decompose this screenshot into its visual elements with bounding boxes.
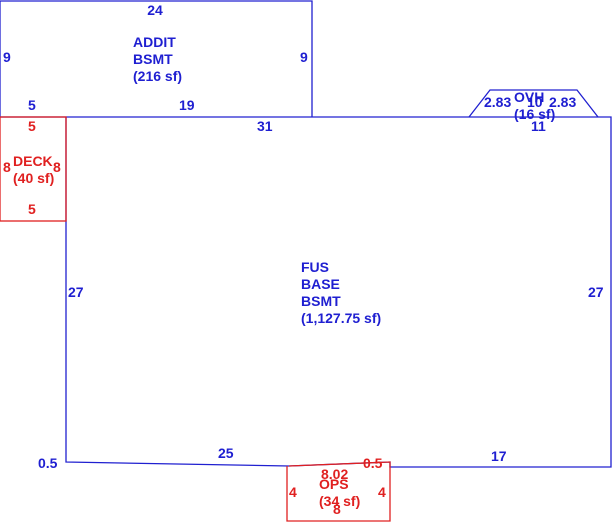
dim-ops-right: 4 [378, 484, 386, 500]
dim-fus-top: 31 [257, 118, 273, 134]
dim-ovh-left: 2.83 [484, 94, 511, 110]
dim-fus-bottom-left: 25 [218, 445, 234, 461]
dim-ops-left: 4 [289, 484, 297, 500]
fus-label-line-3: BSMT [301, 293, 341, 309]
dim-deck-bottom: 5 [28, 201, 36, 217]
addit-label-line-3: (216 sf) [133, 68, 182, 84]
dim-ovh-right: 2.83 [549, 94, 576, 110]
dim-addit-top: 24 [147, 2, 163, 18]
dim-addit-right: 9 [300, 49, 308, 65]
ovh-label-line-1: OVH [514, 89, 544, 105]
dim-deck-top: 5 [28, 118, 36, 134]
dim-fus-left: 27 [68, 284, 84, 300]
dim-fus-right: 27 [588, 284, 604, 300]
fus-label-line-1: FUS [301, 259, 329, 275]
deck-outline [0, 116, 67, 222]
ops-label-line-1: OPS [319, 476, 349, 492]
ovh-label: OVH (16 sf) [514, 89, 555, 122]
fus-label: FUS BASE BSMT (1,127.75 sf) [301, 259, 381, 326]
dim-deck-left: 8 [3, 159, 11, 175]
dim-ops-top: 8.02 [321, 466, 348, 482]
dim-ovh-bottom: 11 [531, 118, 546, 134]
dim-ops-bottom: 8 [333, 501, 341, 517]
deck-label-line-1: DECK [13, 153, 53, 169]
dim-addit-left: 9 [3, 49, 11, 65]
dim-fus-bottom-right: 17 [491, 448, 507, 464]
addit-bsmt-outline [0, 0, 313, 117]
dim-addit-bottom-left: 5 [28, 97, 36, 113]
fus-label-line-4: (1,127.75 sf) [301, 310, 381, 326]
dim-addit-bottom-right: 19 [179, 97, 195, 113]
addit-label-line-2: BSMT [133, 51, 173, 67]
dim-deck-right: 8 [53, 159, 61, 175]
ovh-label-line-2: (16 sf) [514, 106, 555, 122]
addit-label-line-1: ADDIT [133, 34, 176, 50]
dim-ovh-mid: 10 [527, 94, 543, 110]
ovh-outline [468, 89, 599, 118]
addit-label: ADDIT BSMT (216 sf) [133, 34, 182, 84]
ops-label-line-2: (34 sf) [319, 493, 360, 509]
dim-fus-corner: 0.5 [38, 455, 58, 471]
ops-outline [286, 461, 391, 522]
ops-label: OPS (34 sf) [319, 476, 360, 509]
deck-label-line-2: (40 sf) [13, 170, 54, 186]
dim-ops-top-right: 0.5 [363, 455, 383, 471]
deck-label: DECK (40 sf) [13, 153, 57, 186]
fus-label-line-2: BASE [301, 276, 340, 292]
fus-base-outline [0, 116, 612, 468]
